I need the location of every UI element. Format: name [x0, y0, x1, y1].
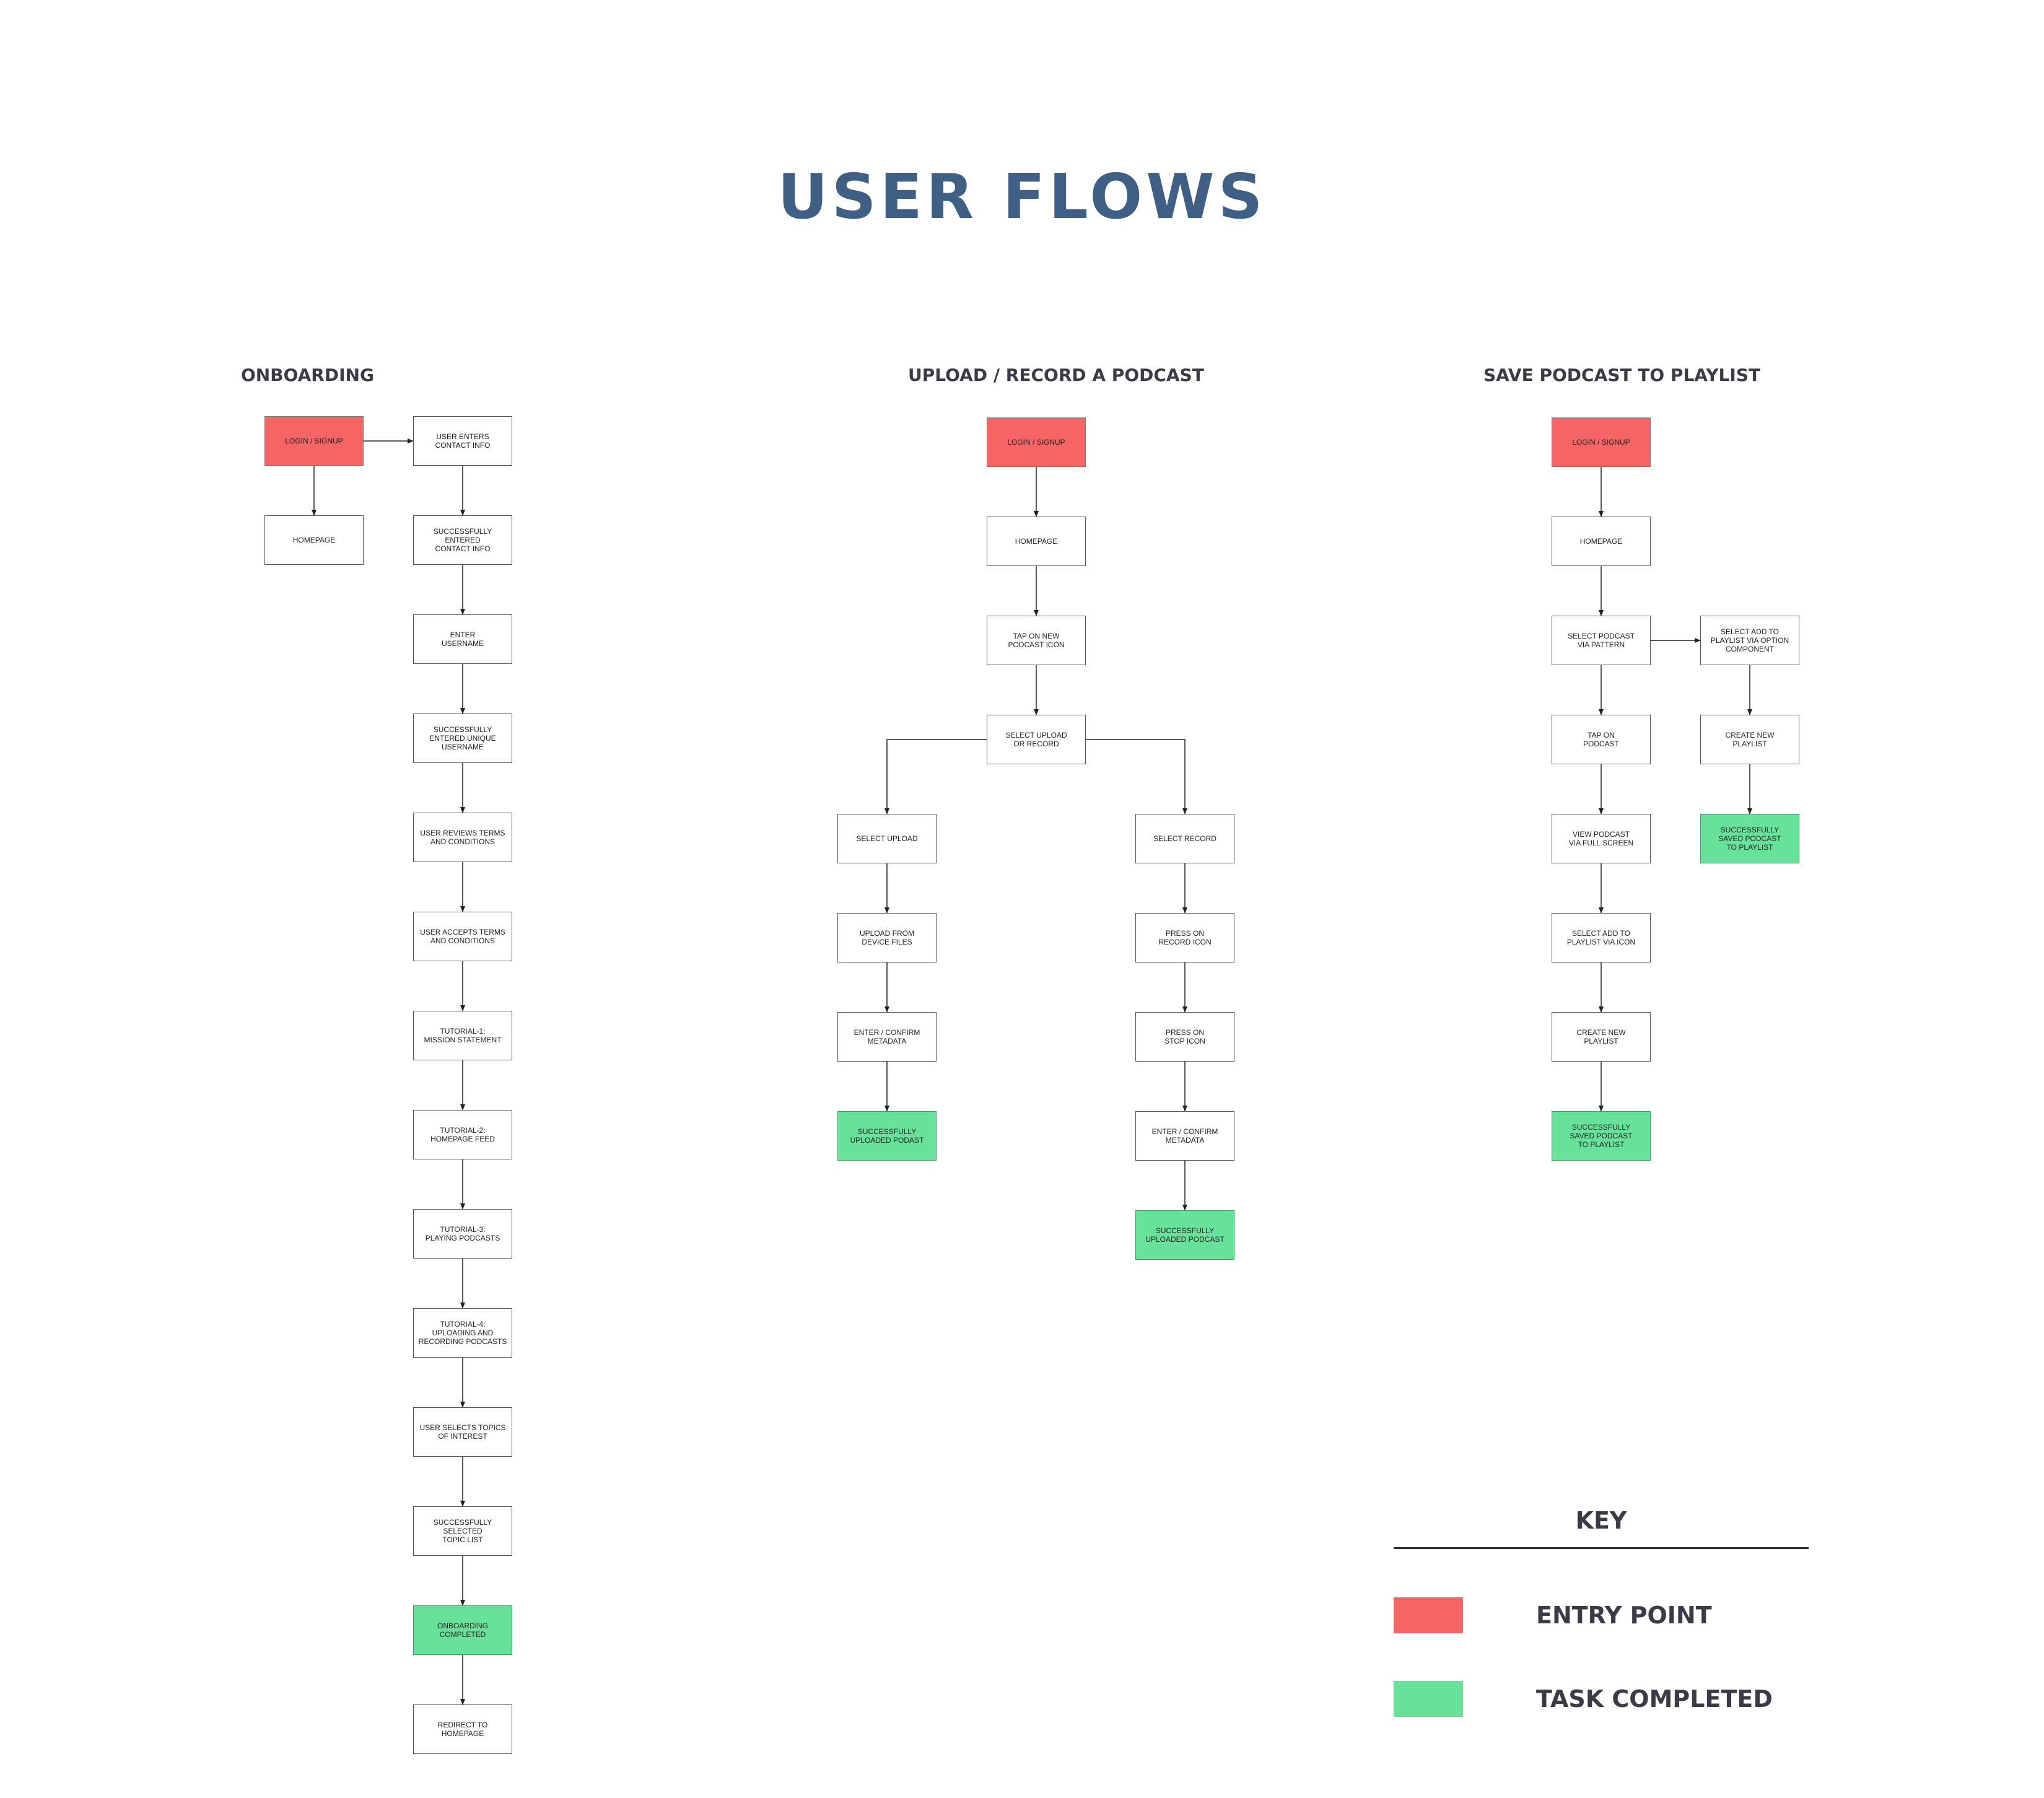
key-divider	[1394, 1547, 1809, 1549]
flow-node-ob-topics: USER SELECTS TOPICS OF INTEREST	[413, 1407, 512, 1457]
key-task-completed-swatch	[1394, 1681, 1463, 1717]
flow-node-ob-contact: USER ENTERS CONTACT INFO	[413, 416, 512, 466]
flow-title-save-to-playlist: SAVE PODCAST TO PLAYLIST	[1483, 365, 1761, 385]
flow-node-up-done1: SUCCESSFULLY UPLOADED PODAST	[837, 1111, 937, 1161]
flow-node-up-rec-icon: PRESS ON RECORD ICON	[1135, 913, 1234, 962]
flow-node-pl-add-icon: SELECT ADD TO PLAYLIST VIA ICON	[1552, 913, 1651, 962]
flow-node-ob-redirect: REDIRECT TO HOMEPAGE	[413, 1704, 512, 1754]
flow-node-ob-tut2: TUTORIAL-2: HOMEPAGE FEED	[413, 1110, 512, 1159]
flow-node-up-tap: TAP ON NEW PODCAST ICON	[987, 616, 1086, 665]
flow-node-ob-login: LOGIN / SIGNUP	[264, 416, 364, 466]
flow-node-up-login: LOGIN / SIGNUP	[987, 417, 1086, 467]
flow-node-up-done2: SUCCESSFULLY UPLOADED PODCAST	[1135, 1210, 1234, 1260]
flow-node-pl-create1: CREATE NEW PLAYLIST	[1552, 1012, 1651, 1062]
flow-title-onboarding: ONBOARDING	[241, 365, 374, 385]
flow-node-pl-home: HOMEPAGE	[1552, 517, 1651, 566]
flow-node-pl-create2: CREATE NEW PLAYLIST	[1700, 715, 1799, 764]
key-entry-point-label: ENTRY POINT	[1536, 1602, 1712, 1629]
flow-title-upload-record: UPLOAD / RECORD A PODCAST	[908, 365, 1204, 385]
flow-node-ob-topics-ok: SUCCESSFULLY SELECTED TOPIC LIST	[413, 1506, 512, 1556]
flow-node-ob-username-ok: SUCCESSFULLY ENTERED UNIQUE USERNAME	[413, 714, 512, 763]
flow-node-pl-login: LOGIN / SIGNUP	[1552, 417, 1651, 467]
flow-node-up-device: UPLOAD FROM DEVICE FILES	[837, 913, 937, 962]
flow-node-up-meta2: ENTER / CONFIRM METADATA	[1135, 1111, 1234, 1161]
flow-node-pl-pattern: SELECT PODCAST VIA PATTERN	[1552, 616, 1651, 665]
flow-node-up-home: HOMEPAGE	[987, 517, 1086, 566]
flow-node-up-stop-icon: PRESS ON STOP ICON	[1135, 1012, 1234, 1062]
key-entry-point-swatch	[1394, 1597, 1463, 1633]
page-title: USER FLOWS	[777, 160, 1267, 233]
key-task-completed-label: TASK COMPLETED	[1536, 1685, 1773, 1713]
flow-node-ob-home: HOMEPAGE	[264, 515, 364, 565]
flow-node-pl-done2: SUCCESSFULLY SAVED PODCAST TO PLAYLIST	[1700, 814, 1799, 863]
flow-connector-upload-4	[1086, 739, 1187, 814]
flow-node-ob-tut4: TUTORIAL-4: UPLOADING AND RECORDING PODC…	[413, 1308, 512, 1358]
flow-node-up-meta1: ENTER / CONFIRM METADATA	[837, 1012, 937, 1062]
flow-node-up-choose: SELECT UPLOAD OR RECORD	[987, 715, 1086, 764]
flow-node-pl-tap: TAP ON PODCAST	[1552, 715, 1651, 764]
flow-node-ob-terms-accept: USER ACCEPTS TERMS AND CONDITIONS	[413, 912, 512, 961]
flow-node-pl-full: VIEW PODCAST VIA FULL SCREEN	[1552, 814, 1651, 863]
flow-node-ob-tut3: TUTORIAL-3: PLAYING PODCASTS	[413, 1209, 512, 1259]
flow-node-ob-contact-ok: SUCCESSFULLY ENTERED CONTACT INFO	[413, 515, 512, 565]
flow-node-ob-done: ONBOARDING COMPLETED	[413, 1605, 512, 1655]
flow-node-up-sel-record: SELECT RECORD	[1135, 814, 1234, 863]
flow-node-ob-terms-review: USER REVIEWS TERMS AND CONDITIONS	[413, 813, 512, 862]
flow-connector-upload-3	[884, 739, 987, 814]
flow-node-ob-username: ENTER USERNAME	[413, 614, 512, 664]
flow-node-pl-done1: SUCCESSFULLY SAVED PODCAST TO PLAYLIST	[1552, 1111, 1651, 1161]
flow-node-up-sel-upload: SELECT UPLOAD	[837, 814, 937, 863]
flow-node-pl-add-option: SELECT ADD TO PLAYLIST VIA OPTION COMPON…	[1700, 616, 1799, 665]
key-title: KEY	[1575, 1507, 1627, 1534]
flow-node-ob-tut1: TUTORIAL-1: MISSION STATEMENT	[413, 1011, 512, 1060]
